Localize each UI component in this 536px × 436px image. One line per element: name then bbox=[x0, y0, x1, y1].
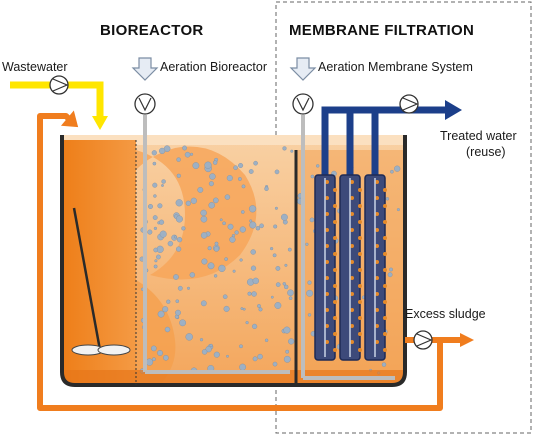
wastewater-arrow-icon bbox=[92, 116, 108, 130]
excess-sludge-arrow-icon bbox=[460, 333, 474, 347]
aeration-membrane-valve-icon bbox=[292, 93, 314, 115]
membrane-filtration-heading: MEMBRANE FILTRATION bbox=[289, 22, 474, 39]
membrane-module-icon bbox=[314, 174, 337, 361]
aeration-bioreactor-label: Aeration Bioreactor bbox=[160, 60, 267, 74]
bioreactor-tank bbox=[60, 135, 407, 387]
wastewater-pump-icon bbox=[49, 75, 69, 95]
wastewater-label: Wastewater bbox=[2, 60, 68, 74]
aeration-bioreactor-valve-icon bbox=[134, 93, 156, 115]
recirculation-arrow-icon bbox=[60, 110, 79, 128]
treated-water-arrow-icon bbox=[445, 100, 462, 120]
wastewater-pipe bbox=[10, 81, 104, 118]
membrane-module-icon bbox=[339, 174, 362, 361]
mixer-icon bbox=[71, 207, 131, 356]
excess-sludge-label: Excess sludge bbox=[405, 307, 486, 321]
flow-swirl bbox=[136, 146, 257, 280]
membrane-module-icon bbox=[364, 174, 387, 361]
anoxic-zone bbox=[62, 140, 136, 385]
air-inlet-arrow-icon bbox=[131, 57, 159, 81]
air-inlet-arrow-icon bbox=[289, 57, 317, 81]
recirculation-pipe bbox=[37, 113, 443, 411]
aeration-bioreactor-pipe bbox=[143, 115, 290, 374]
treated-water-reuse-label: (reuse) bbox=[466, 145, 506, 159]
aeration-membrane-pipe bbox=[301, 115, 395, 380]
treated-water-label: Treated water bbox=[440, 129, 517, 143]
bioreactor-heading: BIOREACTOR bbox=[100, 22, 204, 39]
permeate-pump-icon bbox=[399, 94, 419, 114]
aeration-membrane-label: Aeration Membrane System bbox=[318, 60, 473, 74]
air-bubbles bbox=[139, 145, 401, 375]
membrane-modules bbox=[314, 174, 387, 361]
excess-sludge-pump-icon bbox=[413, 330, 433, 350]
